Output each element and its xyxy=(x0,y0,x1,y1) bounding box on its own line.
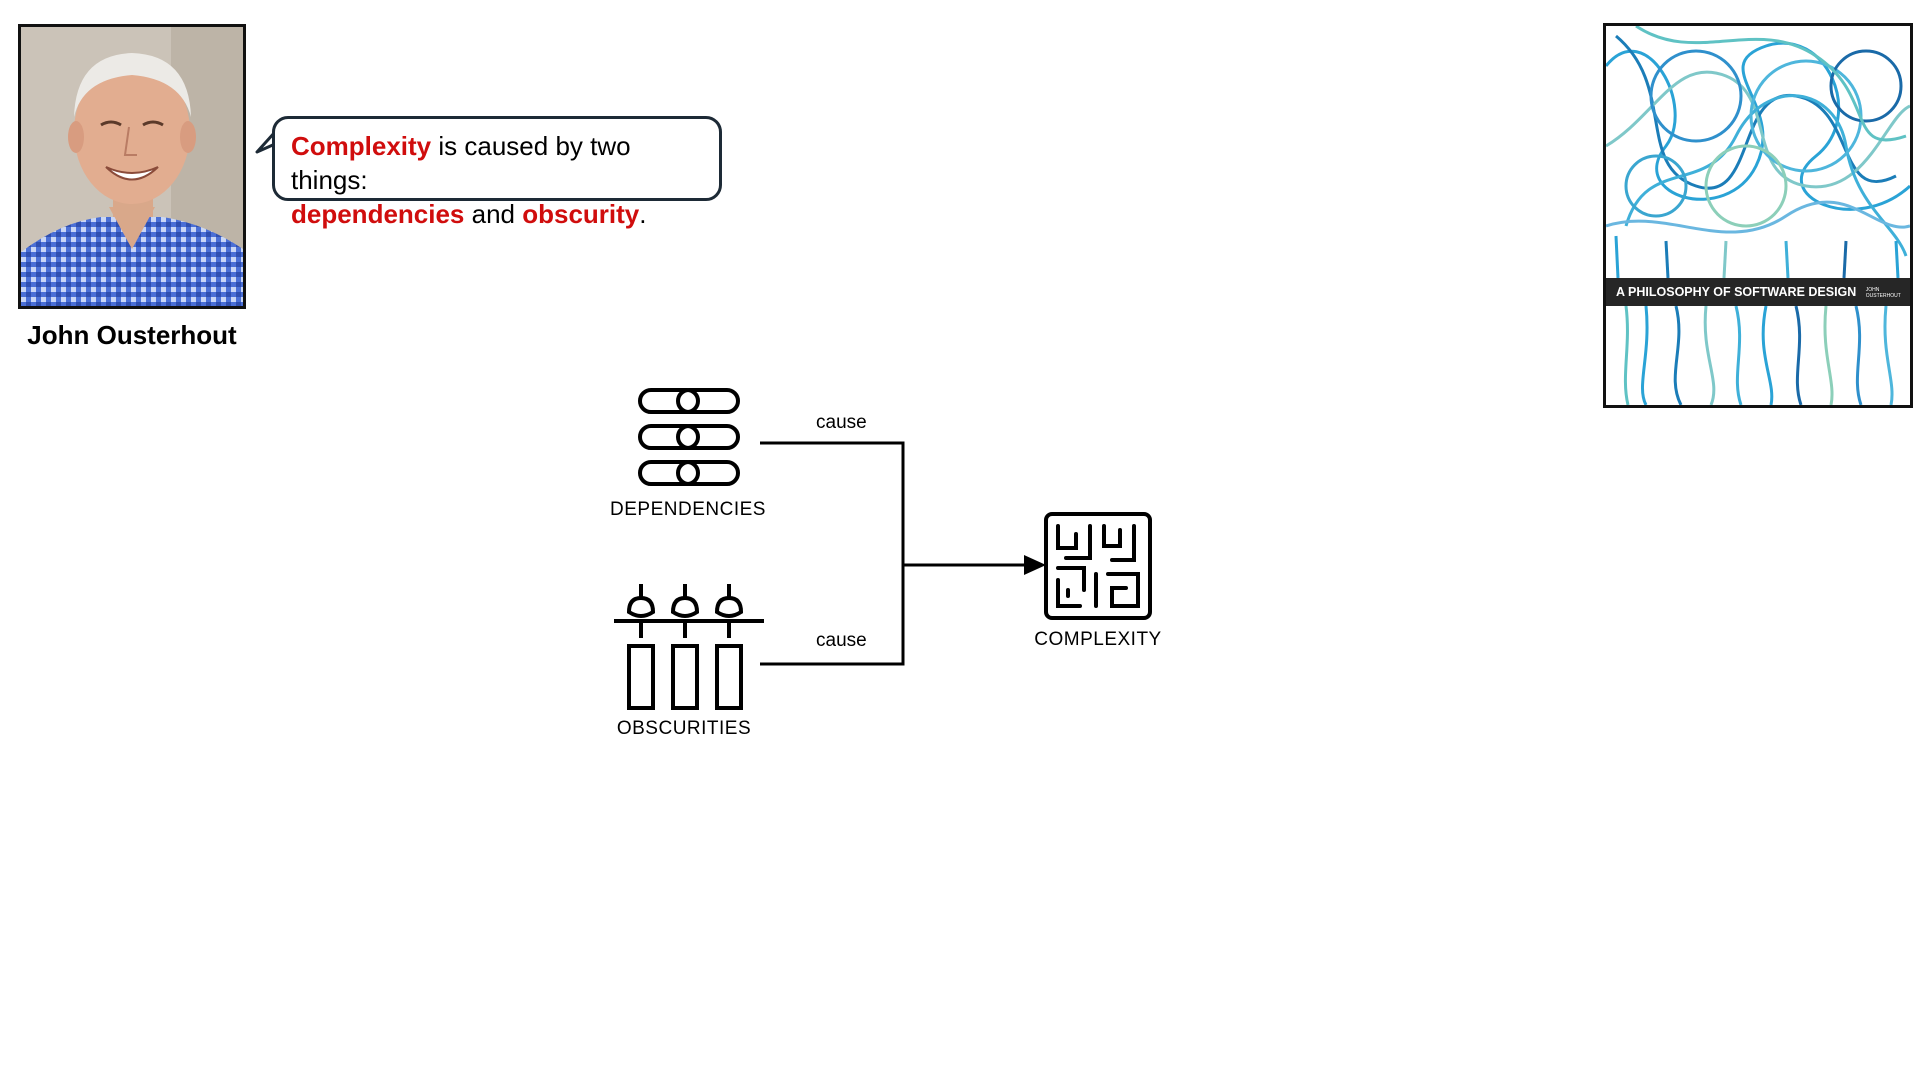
arrowhead xyxy=(1024,555,1046,575)
chain-links-icon xyxy=(640,390,738,484)
edge-label-cause-top: cause xyxy=(816,412,906,434)
node-label-dependencies: DEPENDENCIES xyxy=(588,499,788,521)
maze-icon xyxy=(1046,514,1150,618)
node-label-obscurities: OBSCURITIES xyxy=(584,718,784,740)
candles-icon xyxy=(614,584,764,708)
node-label-complexity: COMPLEXITY xyxy=(998,629,1198,651)
edge-label-cause-bottom: cause xyxy=(816,630,906,652)
